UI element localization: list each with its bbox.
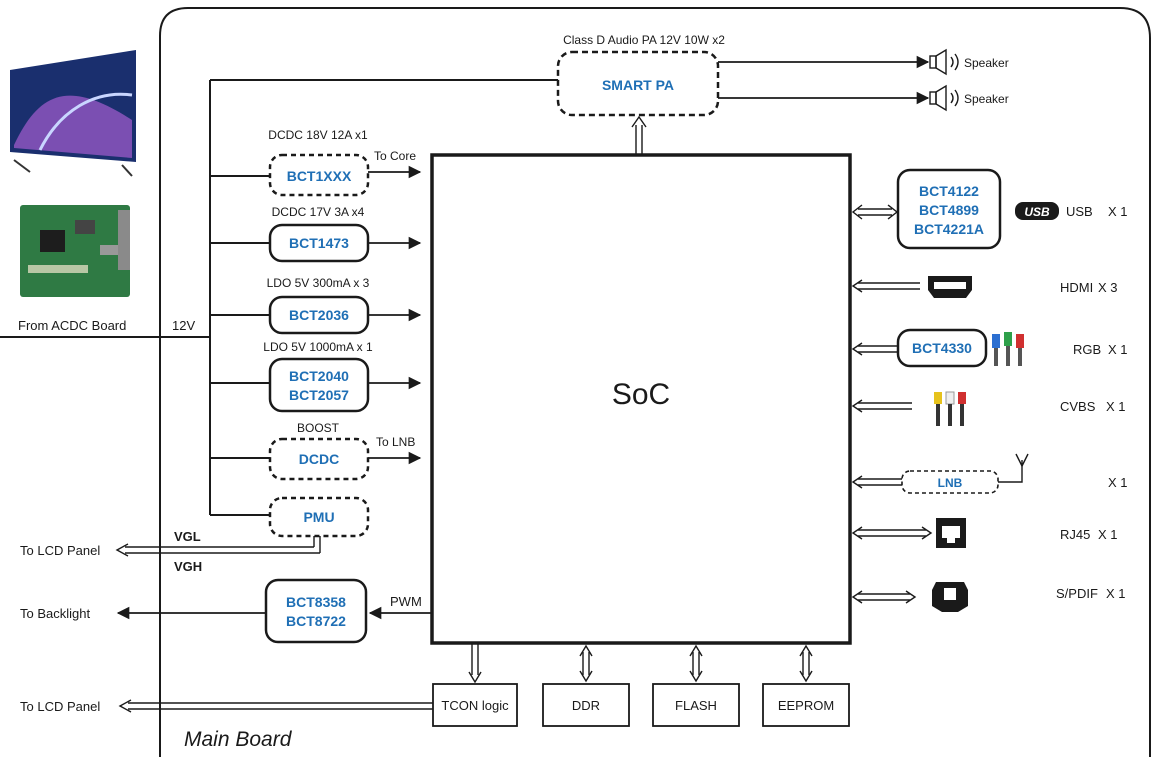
power-block-title: DCDC 17V 3A x4 [272,205,365,219]
power-block-pmu [268,496,370,538]
smart-pa-title: Class D Audio PA 12V 10W x2 [563,33,725,47]
power-block-title: LDO 5V 1000mA x 1 [263,340,373,354]
power-block-title: LDO 5V 300mA x 3 [267,276,370,290]
soc-label: SoC [612,378,670,411]
power-block-label: BCT2040 [289,368,349,384]
soc-block [430,153,852,645]
lnb-block [901,470,999,494]
interface-count: X 1 [1106,399,1126,414]
power-block-note: To Core [374,149,416,163]
bottom-to-lcd: To LCD Panel [20,699,100,714]
interface-name: HDMI [1060,280,1093,295]
power-block-bct1xxx [268,153,370,197]
hdmi-icon [928,276,972,298]
backlight-label: BCT8722 [286,613,346,629]
smart-pa-block [556,50,720,117]
rj45-icon [936,518,966,548]
board-illustration [20,205,130,297]
antenna-icon [998,453,1029,483]
usb-icon: USB [1015,202,1059,220]
interface-name: CVBS [1060,399,1096,414]
rgb-chip-block [896,328,988,368]
interface-count: X 1 [1098,527,1118,542]
lnb-label: LNB [938,476,963,490]
spdif-icon [932,582,968,612]
interface-name: RJ45 [1060,527,1090,542]
usb-chip-label: BCT4899 [919,202,979,218]
power-block-boost-dcdc [268,437,370,481]
power-block-title: DCDC 18V 12A x1 [268,128,368,142]
ddr-label: DDR [572,698,600,713]
backlight-label: BCT8358 [286,594,346,610]
interface-count: X 3 [1098,280,1118,295]
usb-chip-label: BCT4221A [914,221,984,237]
speaker-label-1: Speaker [964,56,1009,70]
input-voltage-label: 12V [172,318,195,333]
power-block-label: DCDC [299,451,339,467]
interface-count: X 1 [1108,475,1128,490]
power-block-label: BCT2036 [289,307,349,323]
rgb-connector-icon [992,332,1024,366]
speaker-icon [929,48,959,76]
smart-pa-label: SMART PA [602,77,674,93]
eeprom-label: EEPROM [778,698,834,713]
power-block-note: To LNB [376,435,415,449]
speaker-icon [929,84,959,112]
flash-block [652,683,740,727]
backlight-to: To Backlight [20,606,90,621]
usb-icon-text: USB [1024,205,1050,219]
power-block-bct2040 [268,357,370,413]
interface-count: X 1 [1106,586,1126,601]
interface-count: X 1 [1108,204,1128,219]
pwm-label: PWM [390,594,422,609]
power-block-label: BCT1473 [289,235,349,251]
power-block-label: BCT2057 [289,387,349,403]
speaker-label-2: Speaker [964,92,1009,106]
interface-name: USB [1066,204,1093,219]
eeprom-block [762,683,850,727]
interface-count: X 1 [1108,342,1128,357]
tcon-label: TCON logic [441,698,509,713]
flash-label: FLASH [675,698,717,713]
tcon-block [432,683,518,727]
rca-connector-icon [934,391,966,426]
ddr-block [542,683,630,727]
usb-chip-label: BCT4122 [919,183,979,199]
backlight-block [264,578,368,644]
main-board-label: Main Board [184,728,293,751]
power-block-label: BCT1XXX [287,168,352,184]
interface-name: RGB [1073,342,1101,357]
pmu-output-to: To LCD Panel [20,543,100,558]
interface-name: S/PDIF [1056,586,1098,601]
pmu-output-vgh: VGH [174,559,202,574]
usb-chip-block [896,168,1002,250]
tv-illustration [10,50,136,177]
input-from-label: From ACDC Board [18,318,126,333]
main-board-outline [159,7,1151,757]
rgb-chip-label: BCT4330 [912,340,972,356]
power-block-title: BOOST [297,421,340,435]
power-block-label: PMU [303,509,334,525]
pmu-output-vgl: VGL [174,529,201,544]
